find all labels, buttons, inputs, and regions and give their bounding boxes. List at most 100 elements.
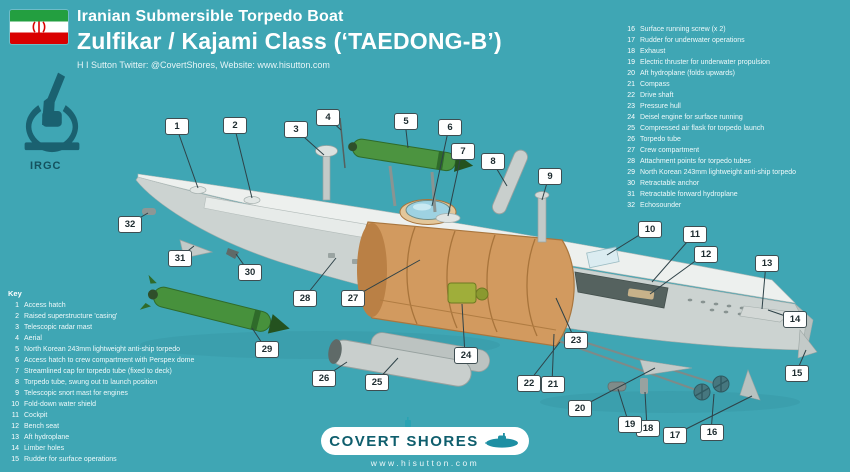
key-item-number: 5 — [15, 346, 19, 353]
callout-23: 23 — [564, 332, 588, 349]
key-item-number: 27 — [627, 147, 635, 154]
key-item-29: 29 North Korean 243mm lightweight anti-sh… — [624, 169, 846, 176]
key-item-12: 12 Bench seat — [8, 423, 243, 430]
electric-thruster — [607, 381, 627, 392]
key-item-number: 25 — [627, 125, 635, 132]
callout-15: 15 — [785, 365, 809, 382]
key-item-number: 17 — [627, 37, 635, 44]
callout-27: 27 — [341, 290, 365, 307]
key-item-label: Access hatch to crew compartment with Pe… — [24, 357, 195, 364]
callout-17: 17 — [663, 427, 687, 444]
key-item-label: Surface running screw (x 2) — [640, 26, 726, 33]
key-item-number: 32 — [627, 202, 635, 209]
key-title: Key — [8, 289, 22, 298]
underwater-rudder — [739, 369, 761, 401]
key-item-label: Telescopic snort mast for engines — [24, 390, 128, 397]
key-item-label: Pressure hull — [640, 103, 681, 110]
callout-12: 12 — [694, 246, 718, 263]
key-item-label: North Korean 243mm lightweight anti-ship… — [640, 169, 797, 176]
key-item-2: 2 Raised superstructure 'casing' — [8, 313, 243, 320]
key-item-label: Aerial — [24, 335, 42, 342]
key-item-label: Compressed air flask for torpedo launch — [640, 125, 765, 132]
key-item-number: 11 — [11, 412, 19, 419]
key-item-5: 5 North Korean 243mm lightweight anti-shi… — [8, 346, 243, 353]
key-item-31: 31 Retractable forward hydroplane — [624, 191, 846, 198]
callout-29: 29 — [255, 341, 279, 358]
callout-10: 10 — [638, 221, 662, 238]
bench-seat — [627, 288, 655, 300]
callout-30: 30 — [238, 264, 262, 281]
diesel-engine — [447, 282, 489, 304]
irgc-emblem-icon — [24, 72, 80, 153]
callout-32: 32 — [118, 216, 142, 233]
key-item-25: 25 Compressed air flask for torpedo launc… — [624, 125, 846, 132]
exhaust-pipe — [640, 378, 648, 394]
key-item-label: Attachment points for torpedo tubes — [640, 158, 751, 165]
key-item-number: 31 — [627, 191, 635, 198]
callout-31: 31 — [168, 250, 192, 267]
key-item-label: Fold-down water shield — [24, 401, 96, 408]
key-item-number: 14 — [11, 445, 19, 452]
key-item-number: 20 — [627, 70, 635, 77]
key-item-32: 32 Echosounder — [624, 202, 846, 209]
key-item-label: Torpedo tube, swung out to launch positi… — [24, 379, 158, 386]
iran-flag — [10, 10, 68, 44]
key-item-label: Aft hydroplane (folds upwards) — [640, 70, 735, 77]
streamlined-cap — [435, 213, 461, 223]
key-item-30: 30 Retractable anchor — [624, 180, 846, 187]
key-item-number: 9 — [15, 390, 19, 397]
key-item-number: 19 — [627, 59, 635, 66]
callout-16: 16 — [700, 424, 724, 441]
key-item-label: Bench seat — [24, 423, 60, 430]
header: Iranian Submersible Torpedo Boat Zulfika… — [77, 8, 502, 70]
key-item-20: 20 Aft hydroplane (folds upwards) — [624, 70, 846, 77]
callout-8: 8 — [481, 153, 505, 170]
aerial — [339, 117, 346, 169]
hull-floor — [379, 299, 557, 331]
key-item-number: 30 — [627, 180, 635, 187]
key-item-number: 12 — [11, 423, 19, 430]
key-item-number: 4 — [15, 335, 19, 342]
callout-5: 5 — [394, 113, 418, 130]
periscope-icon — [405, 417, 411, 427]
key-item-label: Exhaust — [640, 48, 666, 55]
key-item-label: Torpedo tube — [640, 136, 681, 143]
callout-2: 2 — [223, 117, 247, 134]
key-item-label: Telescopic radar mast — [24, 324, 93, 331]
key-item-label: Streamlined cap for torpedo tube (fixed … — [24, 368, 172, 375]
radar-mast — [322, 151, 331, 201]
key-item-label: Raised superstructure 'casing' — [24, 313, 118, 320]
snort-mast-head — [534, 191, 550, 199]
key-item-label: Retractable forward hydroplane — [640, 191, 738, 198]
key-item-label: Echosounder — [640, 202, 682, 209]
key-item-number: 16 — [627, 26, 635, 33]
callout-19: 19 — [618, 416, 642, 433]
cockpit — [574, 271, 669, 309]
key-item-number: 29 — [627, 169, 635, 176]
key-item-number: 2 — [15, 313, 19, 320]
key-item-number: 24 — [627, 114, 635, 121]
callout-4: 4 — [316, 109, 340, 126]
page-title: Zulfikar / Kajami Class (‘TAEDONG-B’) — [77, 28, 502, 54]
key-item-label: Retractable anchor — [640, 180, 700, 187]
key-item-number: 3 — [15, 324, 19, 331]
callout-21: 21 — [541, 376, 565, 393]
key-item-label: North Korean 243mm lightweight anti-ship… — [24, 346, 181, 353]
callout-3: 3 — [284, 121, 308, 138]
submarine-icon — [484, 433, 518, 448]
callout-22: 22 — [517, 375, 541, 392]
